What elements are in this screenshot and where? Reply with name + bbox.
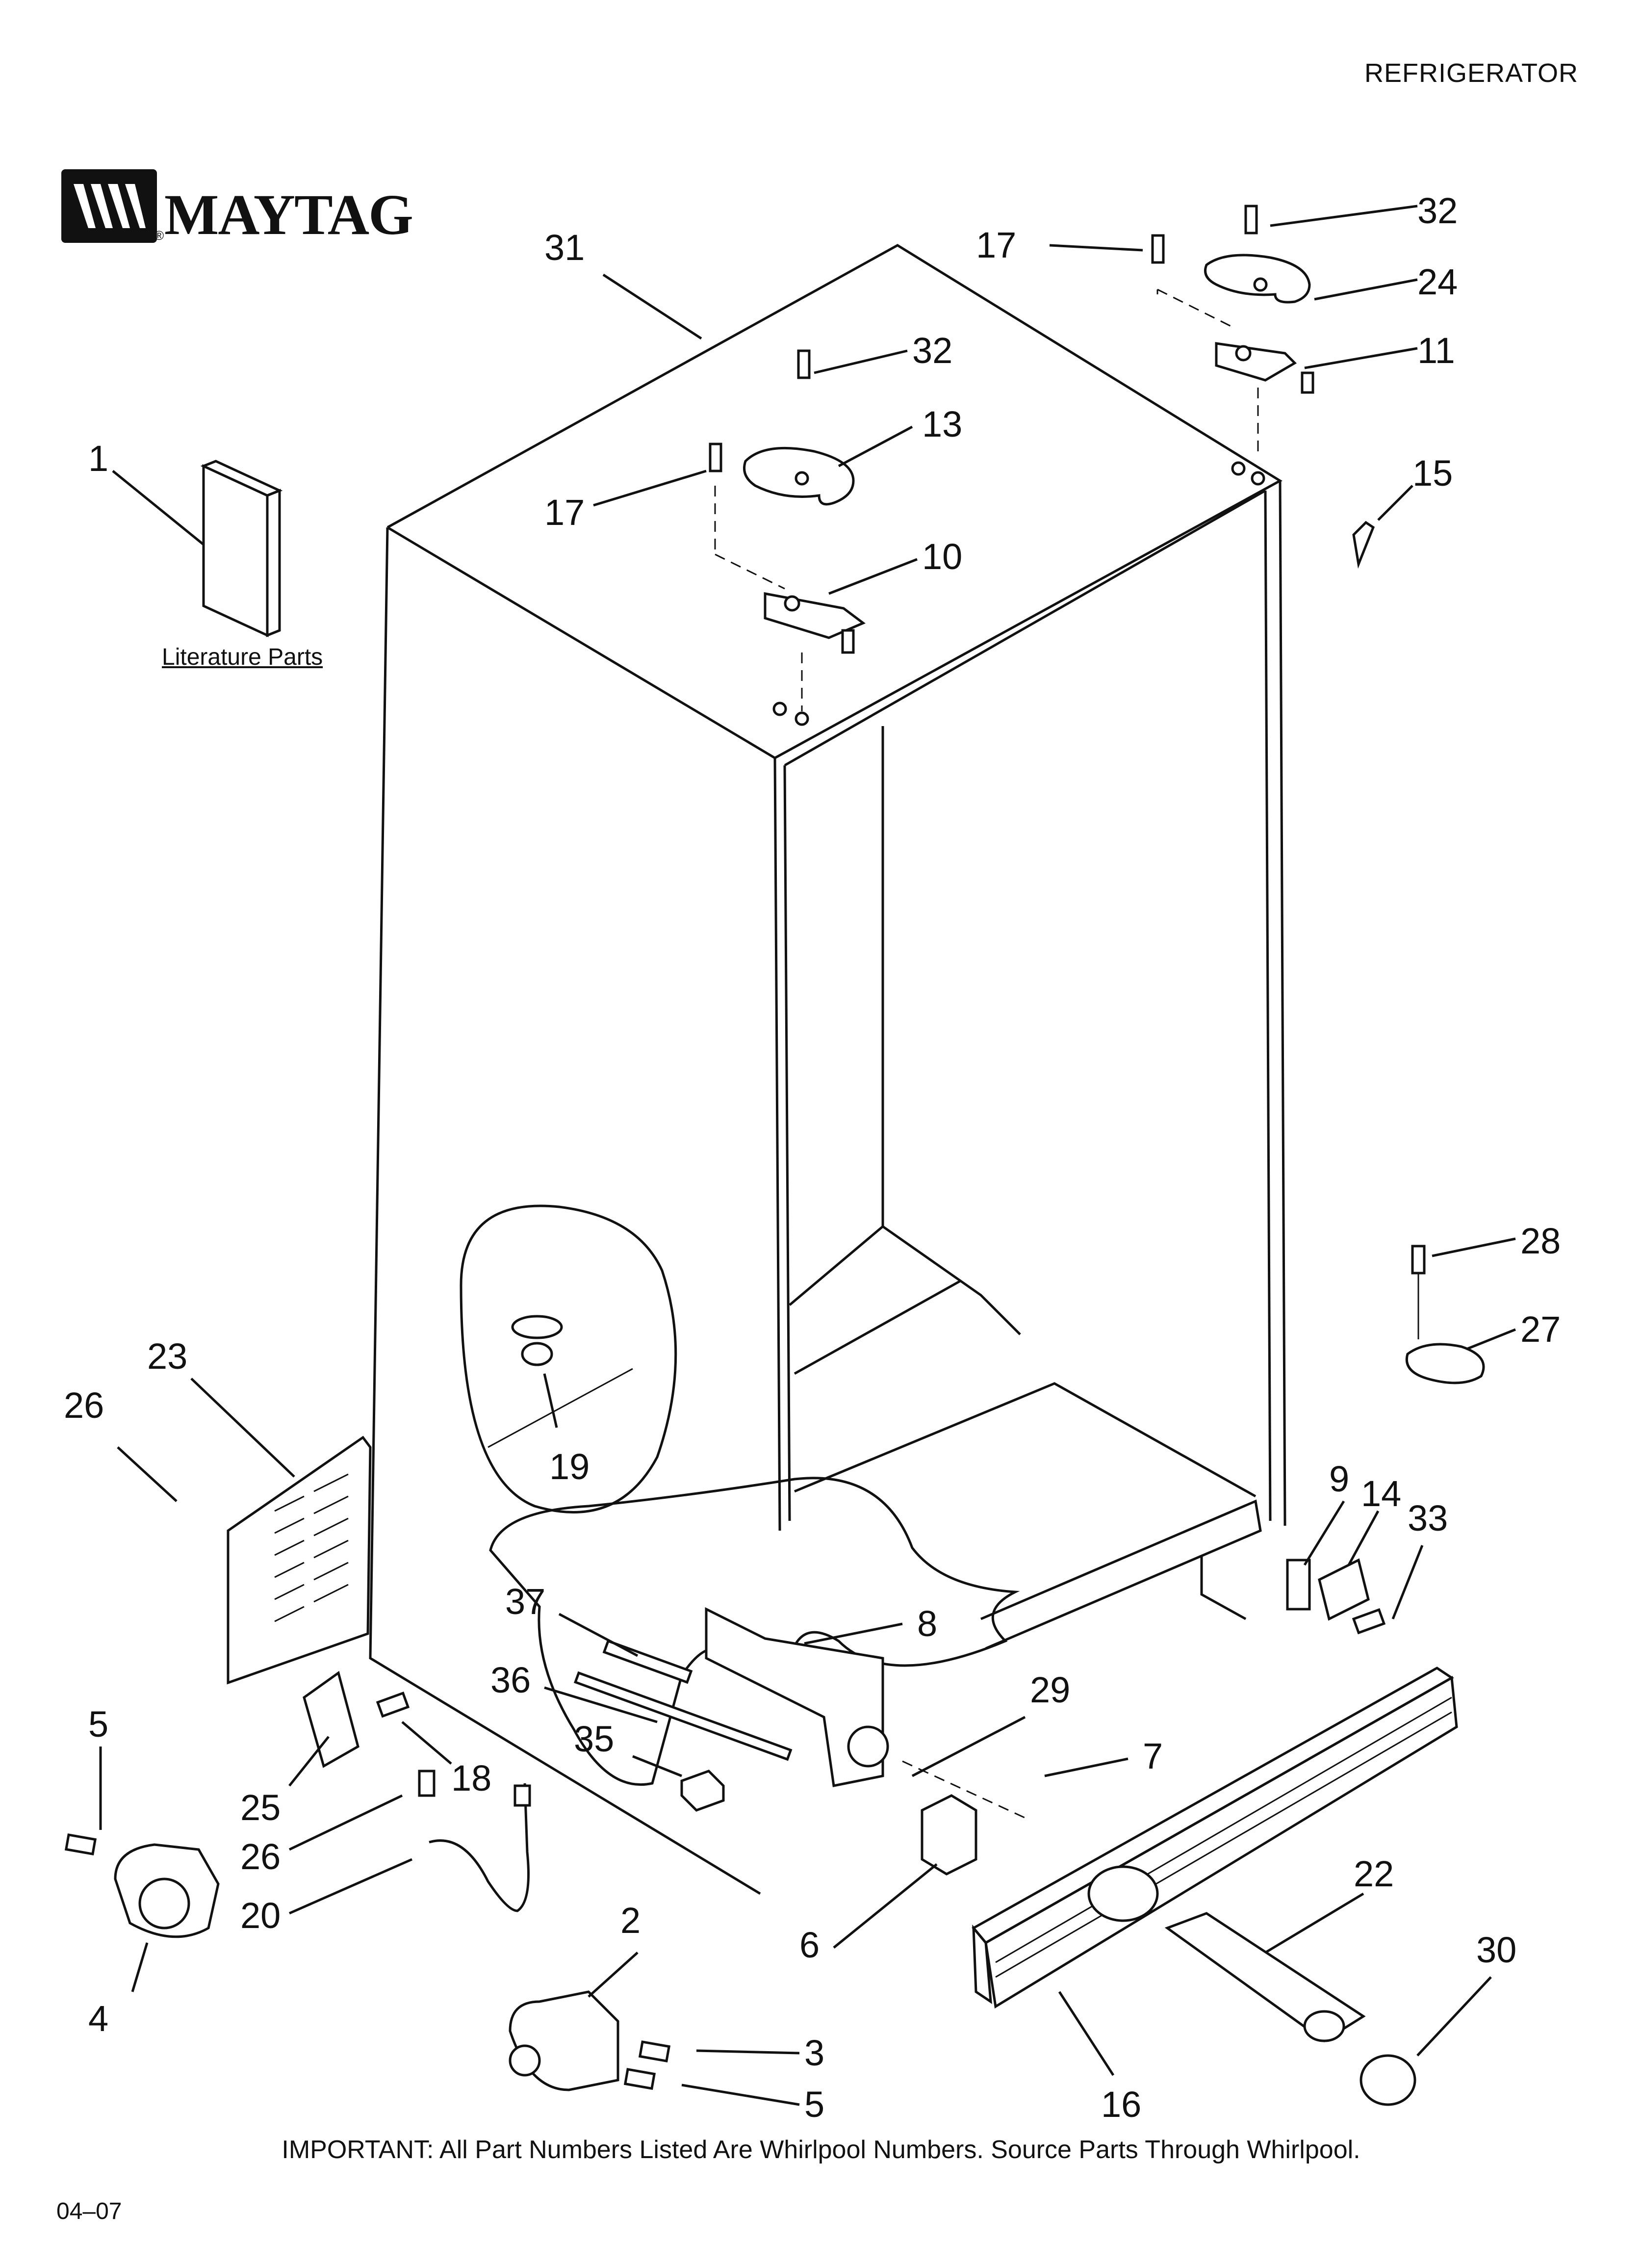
footer-note: IMPORTANT: All Part Numbers Listed Are W… <box>282 2136 1360 2164</box>
detail-bubble-19 <box>460 1204 677 1513</box>
callout-16: 16 <box>1101 2084 1141 2125</box>
callout-36: 36 <box>490 1660 531 1700</box>
brand-name: MAYTAG <box>164 182 413 247</box>
filter-cap <box>1360 2054 1416 2106</box>
callout-32: 32 <box>912 330 952 371</box>
callout-20: 20 <box>240 1895 281 1936</box>
brand-mark-icon <box>61 169 157 243</box>
registered-mark: ® <box>154 228 164 243</box>
callout-10: 10 <box>922 536 962 577</box>
callout-37: 37 <box>505 1581 545 1622</box>
callout-24: 24 <box>1417 261 1458 302</box>
footer-code: 04–07 <box>56 2198 122 2224</box>
callout-2: 2 <box>620 1900 641 1941</box>
callout-8: 8 <box>917 1603 937 1644</box>
callout-3: 3 <box>804 2033 824 2073</box>
callout-32: 32 <box>1417 190 1458 231</box>
callout-18: 18 <box>451 1758 491 1799</box>
clip-6 <box>902 1760 1030 1876</box>
callout-26: 26 <box>64 1385 104 1426</box>
top-hinge-left <box>709 349 866 726</box>
top-hinge-right <box>1151 205 1375 569</box>
leader-lines <box>99 205 1516 2106</box>
callout-23: 23 <box>147 1336 187 1377</box>
callout-35: 35 <box>574 1719 614 1759</box>
callout-17: 17 <box>976 225 1016 265</box>
callout-labels: 31 17 32 24 11 32 13 1 17 15 10 28 27 23… <box>64 190 1561 2125</box>
callout-5: 5 <box>804 2084 824 2125</box>
callout-17: 17 <box>544 492 585 533</box>
toe-grille <box>972 1667 1458 2009</box>
callout-19: 19 <box>549 1446 590 1487</box>
detail-bubble-lower <box>489 1477 1020 1812</box>
callout-13: 13 <box>922 404 962 444</box>
callout-25: 25 <box>240 1787 281 1828</box>
callout-4: 4 <box>88 1998 108 2039</box>
front-caster <box>509 1990 671 2091</box>
section-title: REFRIGERATOR <box>1364 58 1578 88</box>
callout-22: 22 <box>1354 1853 1394 1894</box>
water-filter <box>1164 1912 1366 2043</box>
callout-27: 27 <box>1520 1309 1561 1350</box>
callout-28: 28 <box>1520 1221 1561 1261</box>
callout-5: 5 <box>88 1704 108 1745</box>
callout-9: 9 <box>1329 1459 1349 1499</box>
callout-33: 33 <box>1408 1498 1448 1538</box>
callout-31: 31 <box>544 227 585 268</box>
water-line-tube <box>418 1770 531 1912</box>
rear-caster <box>64 1833 220 1938</box>
cabinet-outline <box>369 244 1286 1895</box>
callout-1: 1 <box>88 438 108 479</box>
maytag-logo: MAYTAG ® <box>61 162 413 250</box>
bracket-27 <box>1406 1245 1485 1384</box>
callout-11: 11 <box>1417 330 1455 371</box>
callout-30: 30 <box>1476 1929 1516 1970</box>
callout-14: 14 <box>1361 1473 1401 1514</box>
hinge-bracket-9 <box>1286 1558 1386 1635</box>
literature-parts-link[interactable]: Literature Parts <box>162 644 323 670</box>
callout-26: 26 <box>240 1836 281 1877</box>
rear-bracket <box>303 1670 410 1768</box>
callout-6: 6 <box>799 1925 820 1965</box>
callout-29: 29 <box>1030 1669 1070 1710</box>
callout-15: 15 <box>1412 453 1453 494</box>
literature-booklet-icon <box>200 460 283 637</box>
callout-7: 7 <box>1143 1736 1163 1776</box>
rear-louver-panel <box>227 1435 372 1685</box>
